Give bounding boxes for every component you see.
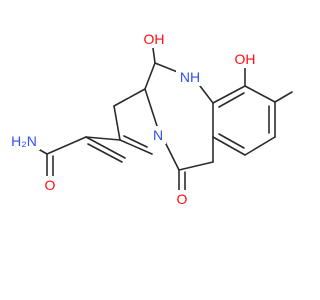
nh-label: NH — [180, 69, 200, 85]
bond-diaz-co-ar6 — [178, 161, 214, 171]
atom-lactam-o: O — [174, 190, 190, 208]
bond-pyr-c1-n — [144, 88, 158, 127]
bond-vinyl — [85, 136, 126, 159]
bond-diaz-coh-nh — [154, 62, 181, 74]
bond-ar4-ar5 — [244, 136, 276, 156]
atom-oh-left: OH — [140, 30, 168, 48]
bond-pyr-c3-c2 — [113, 105, 121, 141]
structure-canvas: H₂N O N O OH NH — [8, 30, 293, 208]
atom-labels: H₂N O N O OH NH — [8, 30, 259, 208]
bond-diaz-nh-ar1 — [199, 85, 214, 104]
oh-right-label: OH — [235, 51, 256, 67]
bond-diaz-c1-coh — [144, 62, 156, 90]
bond-ar2-ar3 — [244, 85, 276, 103]
atom-amide-n: H₂N — [8, 132, 40, 150]
bond-ar-inner-3 — [218, 133, 245, 149]
bond-pyr-c2-c1 — [113, 88, 146, 107]
amide-n-label: H₂N — [11, 133, 37, 149]
bond-pyr-n-c4 — [119, 139, 153, 155]
amide-o-label: O — [45, 177, 56, 193]
atom-nh: NH — [176, 68, 204, 86]
bond-ar-inner-1 — [218, 92, 245, 108]
bond-amide-c-vinyl — [46, 136, 87, 155]
bond-ar1-ar2 — [212, 85, 246, 104]
oh-left-label: OH — [144, 31, 165, 47]
bond-pyr-c4-double — [123, 135, 148, 148]
lactam-o-label: O — [177, 191, 188, 207]
atom-oh-right: OH — [231, 50, 259, 68]
bond-vinyl-ring — [85, 136, 121, 141]
atom-ring-n: N — [150, 126, 166, 144]
bond-vinyl-double — [87, 143, 123, 163]
molecule-structure: H₂N O N O OH NH — [8, 30, 293, 208]
bond-coh-oh — [152, 47, 156, 64]
bond-ar-methyl — [274, 91, 293, 103]
ring-n-label: N — [153, 127, 163, 143]
atom-amide-o: O — [42, 176, 58, 194]
bond-layer — [32, 47, 293, 191]
bond-ar5-ar6 — [212, 136, 246, 156]
